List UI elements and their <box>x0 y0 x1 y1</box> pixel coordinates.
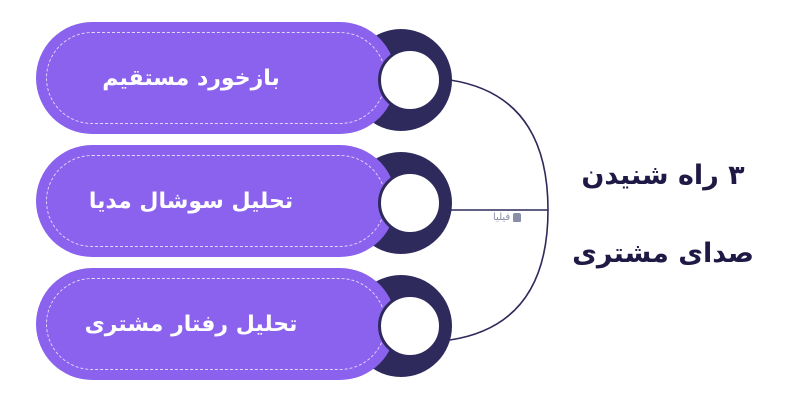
item-pill-3: تحلیل رفتار مشتری <box>36 268 396 380</box>
circle-marker-1 <box>378 48 442 112</box>
circle-marker-3 <box>378 294 442 358</box>
item-label-2: تحلیل سوشال مدیا <box>88 188 294 214</box>
logo-icon <box>513 213 522 222</box>
item-pill-1: بازخورد مستقیم <box>36 22 396 134</box>
watermark-logo: فیلیا <box>493 212 522 223</box>
item-label-1: بازخورد مستقیم <box>102 65 280 91</box>
title-line-1: ۳ راه شنیدن <box>581 160 745 191</box>
watermark-text: فیلیا <box>493 212 511 223</box>
item-label-3: تحلیل رفتار مشتری <box>84 311 298 337</box>
circle-marker-2 <box>378 171 442 235</box>
item-pill-2: تحلیل سوشال مدیا <box>36 145 396 257</box>
title-line-2: صدای مشتری <box>572 238 754 269</box>
